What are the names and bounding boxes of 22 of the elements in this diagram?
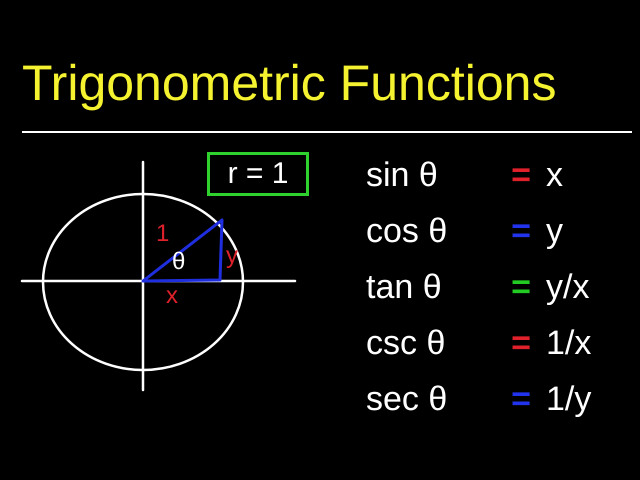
opposite-side-label: y <box>226 244 238 268</box>
equals-sign: = <box>510 326 532 360</box>
function-name: csc θ <box>366 326 446 360</box>
hypotenuse-label: 1 <box>156 222 170 246</box>
function-value: x <box>546 158 564 192</box>
function-value: 1/x <box>546 326 592 360</box>
equals-sign: = <box>510 270 532 304</box>
equals-sign: = <box>510 214 532 248</box>
function-name: sin θ <box>366 158 439 192</box>
function-value: y/x <box>546 270 590 304</box>
title: Trigonometric Functions <box>22 58 556 108</box>
function-name: sec θ <box>366 382 448 416</box>
function-name: tan θ <box>366 270 443 304</box>
equals-sign: = <box>510 158 532 192</box>
function-value: y <box>546 214 564 248</box>
function-value: 1/y <box>546 382 592 416</box>
equation-box <box>207 152 309 196</box>
adjacent-side-label: x <box>166 284 178 308</box>
equation-text: r = 1 <box>228 159 288 189</box>
angle-label: θ <box>172 250 186 274</box>
function-name: cos θ <box>366 214 448 248</box>
equals-sign: = <box>510 382 532 416</box>
